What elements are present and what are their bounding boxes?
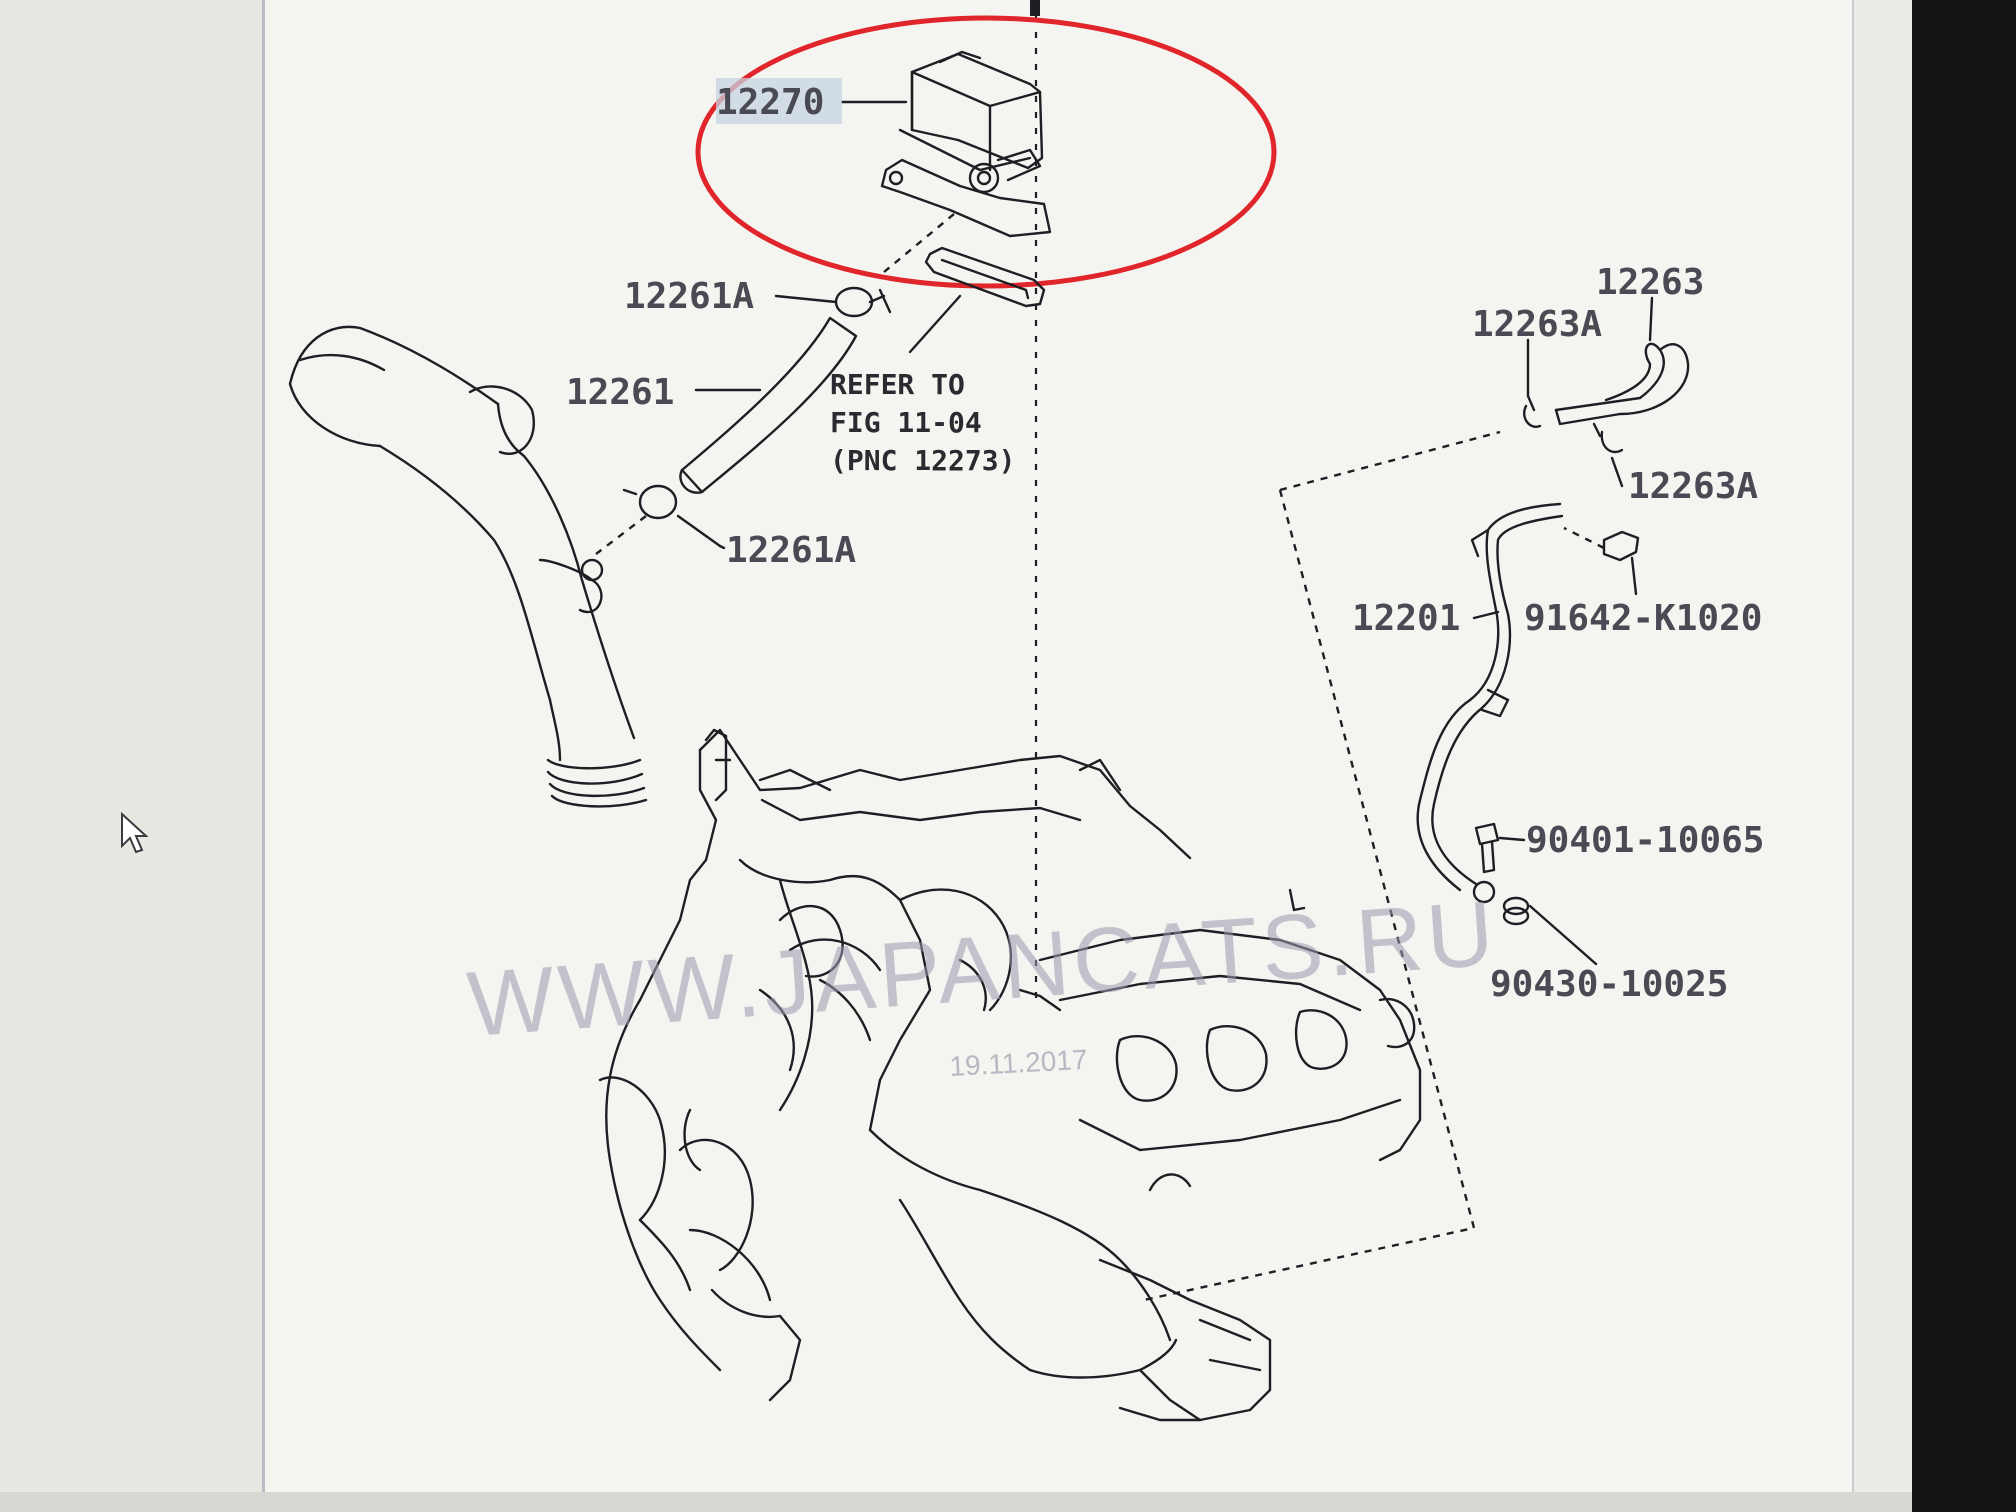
reference-note-line2[interactable]: FIG 11-04 — [830, 406, 982, 439]
gasket-drawing — [924, 246, 1046, 308]
watermark-date: 19.11.2017 — [949, 1044, 1088, 1082]
leader-lines — [676, 100, 1654, 966]
part-label-12201[interactable]: 12201 — [1352, 598, 1460, 639]
part-label-12263A-right[interactable]: 12263A — [1628, 466, 1758, 507]
routing-dashed — [1143, 430, 1501, 1302]
watermark-text: WWW.JAPANCATS.RU — [464, 882, 1500, 1056]
part-label-91642-K1020[interactable]: 91642-K1020 — [1524, 598, 1762, 639]
leader-dashed — [883, 213, 955, 273]
part-label-12261[interactable]: 12261 — [566, 372, 674, 413]
part-label-12261A-top[interactable]: 12261A — [624, 276, 754, 317]
part-label-12261A-bottom[interactable]: 12261A — [726, 530, 856, 571]
clamp-12261A-top-drawing[interactable] — [834, 286, 892, 318]
bottom-edge — [0, 1492, 1912, 1512]
reference-note-line3: (PNC 12273) — [830, 444, 1015, 477]
reference-note-line1: REFER TO — [830, 368, 965, 401]
part-12270-label-highlight — [716, 78, 842, 124]
clamp-12263A-right-drawing[interactable] — [1592, 422, 1624, 454]
hose-12263-drawing[interactable] — [1554, 342, 1690, 426]
part-12270-drawing[interactable] — [880, 50, 1052, 238]
air-intake-duct-drawing — [288, 325, 648, 808]
clamp-12261A-bottom-drawing[interactable] — [595, 484, 678, 555]
part-label-12270[interactable]: 12270 — [716, 82, 824, 123]
part-label-12263[interactable]: 12263 — [1596, 262, 1704, 303]
part-label-90401-10065[interactable]: 90401-10065 — [1526, 820, 1764, 861]
part-label-12263A-top[interactable]: 12263A — [1472, 304, 1602, 345]
highlight-ellipse — [695, 15, 1277, 289]
clamp-12263A-top-drawing[interactable] — [1523, 394, 1542, 428]
center-line-marker — [1030, 0, 1040, 16]
mouse-cursor-icon — [121, 811, 149, 854]
washer-90430-drawing[interactable] — [1502, 896, 1530, 926]
bolt-91642-drawing[interactable] — [1563, 526, 1640, 562]
monitor-bezel — [1912, 0, 2016, 1512]
engine-assembly-drawing — [598, 728, 1422, 1422]
page-margin — [1852, 0, 1914, 1512]
bolt-90401-drawing[interactable] — [1474, 822, 1500, 874]
hose-12261-drawing[interactable] — [679, 316, 858, 494]
pipe-12201-drawing[interactable] — [1416, 502, 1564, 904]
part-label-90430-10025[interactable]: 90430-10025 — [1490, 964, 1728, 1005]
